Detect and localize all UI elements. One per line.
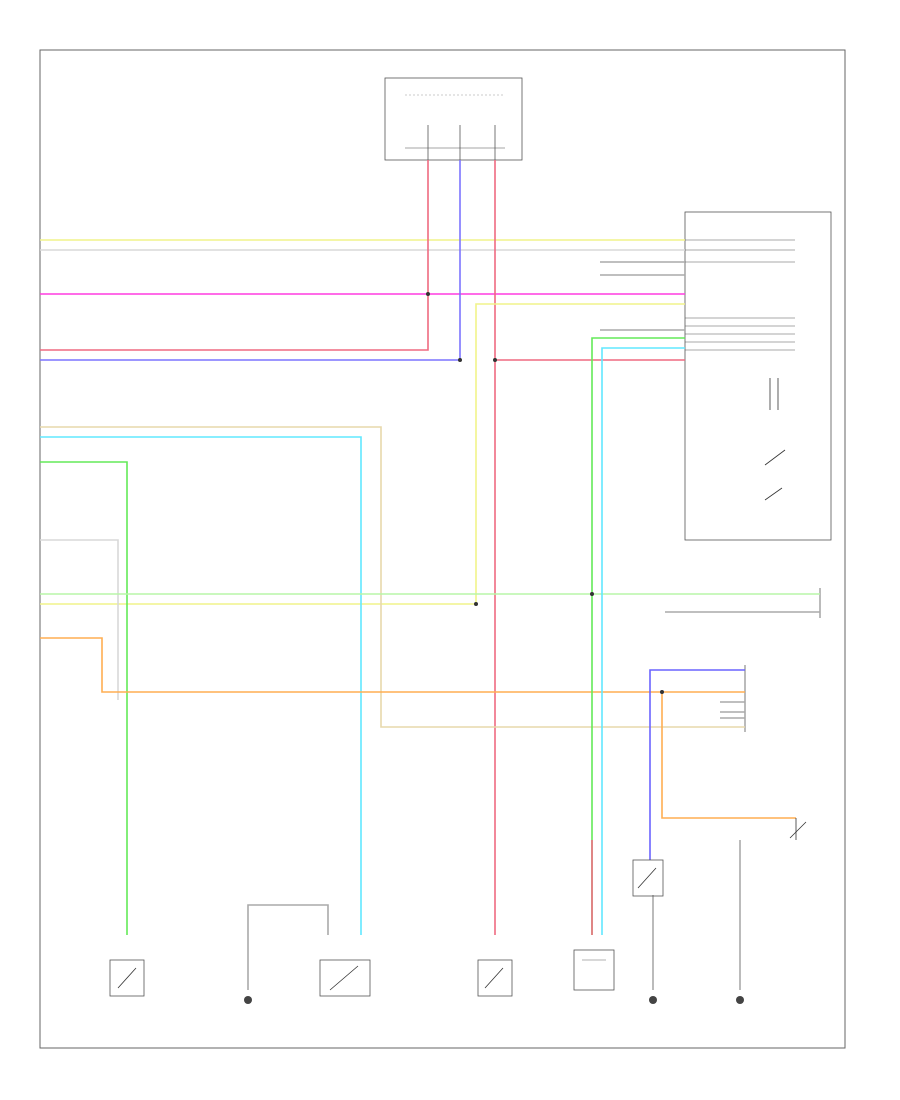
switch-component-4 <box>477 959 513 997</box>
junction-dot <box>458 358 462 362</box>
ecm-connector <box>384 77 523 161</box>
junction-dot <box>660 690 664 694</box>
wire-tan-h <box>40 426 745 728</box>
meter-component <box>684 211 832 541</box>
junction-dot <box>426 292 430 296</box>
sensor-component-3 <box>319 959 371 997</box>
wire-layer <box>40 160 820 990</box>
wire-red-ecm <box>40 160 429 351</box>
switch-component-6 <box>632 859 664 1004</box>
wire-blu-ecm <box>40 160 461 361</box>
junction-dot <box>590 592 594 596</box>
wire-cyan-v2 <box>601 347 685 935</box>
switch-component-7 <box>736 818 807 1004</box>
wire-cyan-h <box>40 436 362 935</box>
junction-dot <box>493 358 497 362</box>
wire-grn-v1 <box>591 337 685 935</box>
sensor-component-5 <box>573 949 615 991</box>
wire-green-h <box>40 461 128 935</box>
wire-j-box <box>247 904 329 935</box>
wire-wht-mid <box>40 539 119 700</box>
switch-component-1 <box>109 959 145 997</box>
wire-orange-r <box>661 692 796 819</box>
junction-dot <box>474 602 478 606</box>
ground-component-2 <box>244 996 252 1004</box>
wire-orange-h <box>40 637 745 693</box>
diagram-frame <box>39 49 846 1049</box>
wire-purple-v <box>649 669 745 860</box>
right-connector-brackets <box>744 588 821 732</box>
wire-yel-mid <box>40 303 685 605</box>
junction-dots <box>426 292 664 694</box>
